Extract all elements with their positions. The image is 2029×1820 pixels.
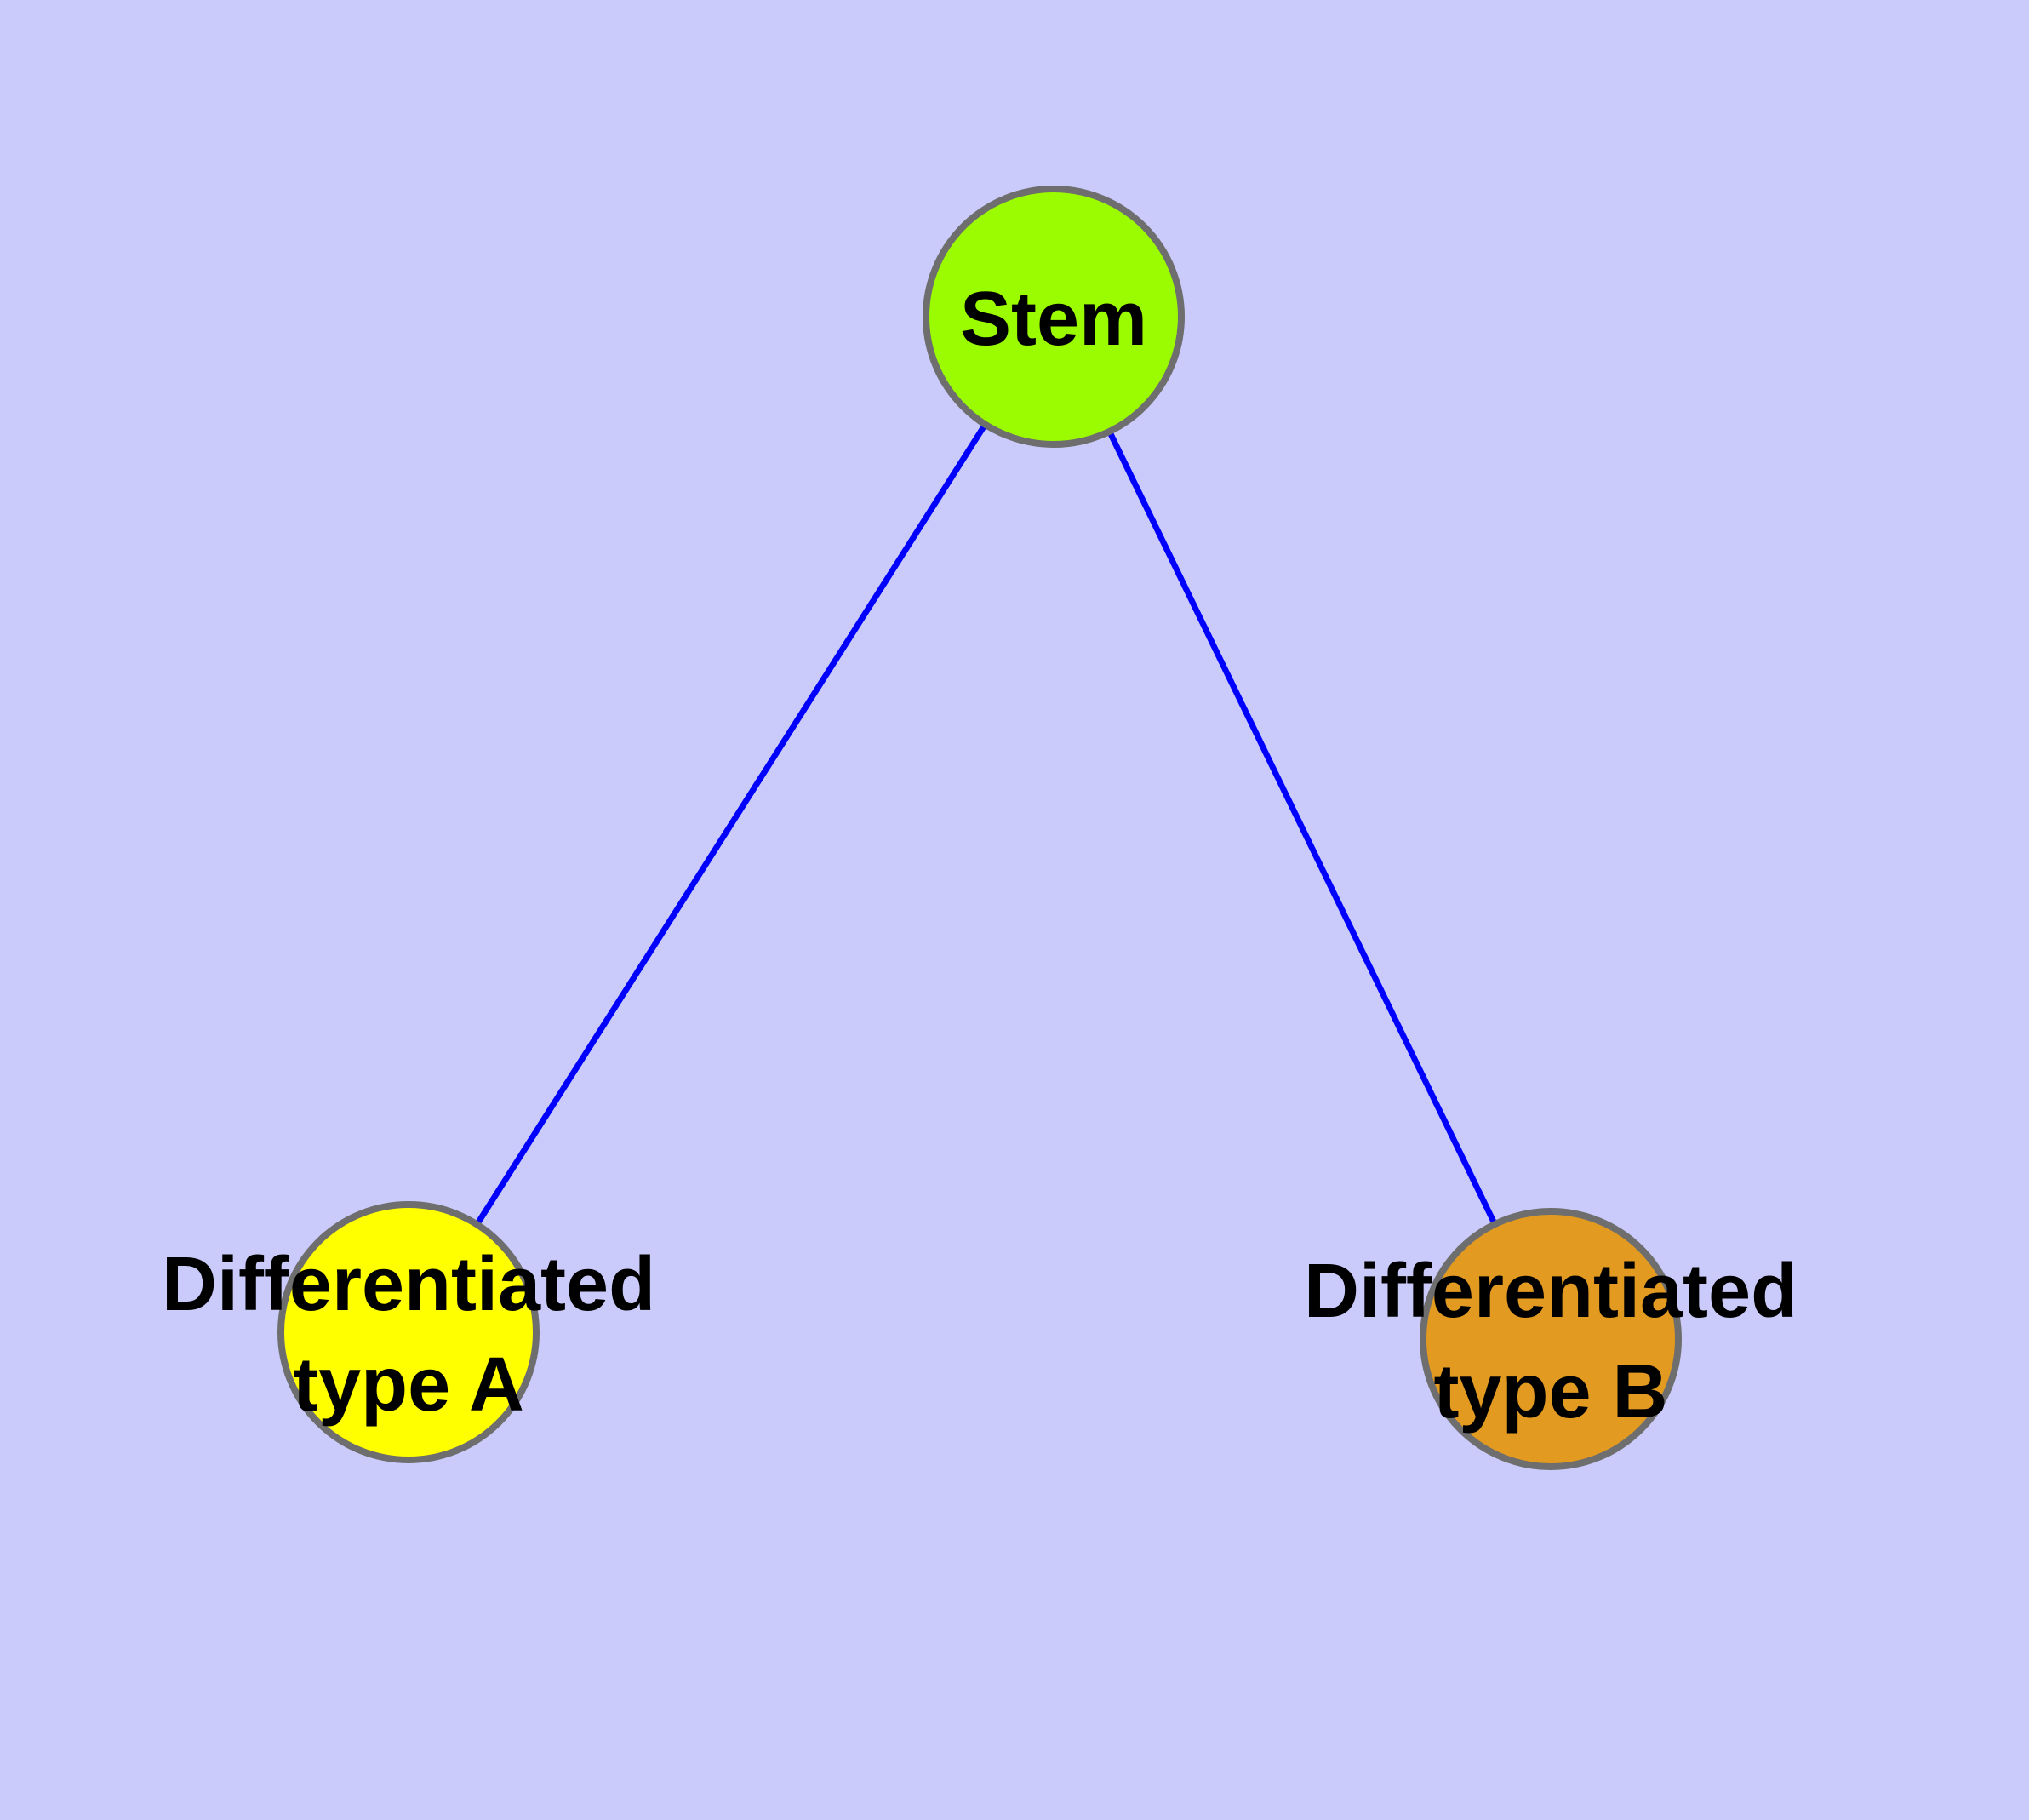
edge-stem-to-type-a <box>406 315 1056 1334</box>
edge-stem-to-type-b <box>1050 315 1554 1341</box>
node-stem-circle <box>923 186 1185 448</box>
node-differentiated-type-b-circle <box>1420 1208 1682 1470</box>
node-differentiated-type-a-circle <box>277 1201 540 1463</box>
